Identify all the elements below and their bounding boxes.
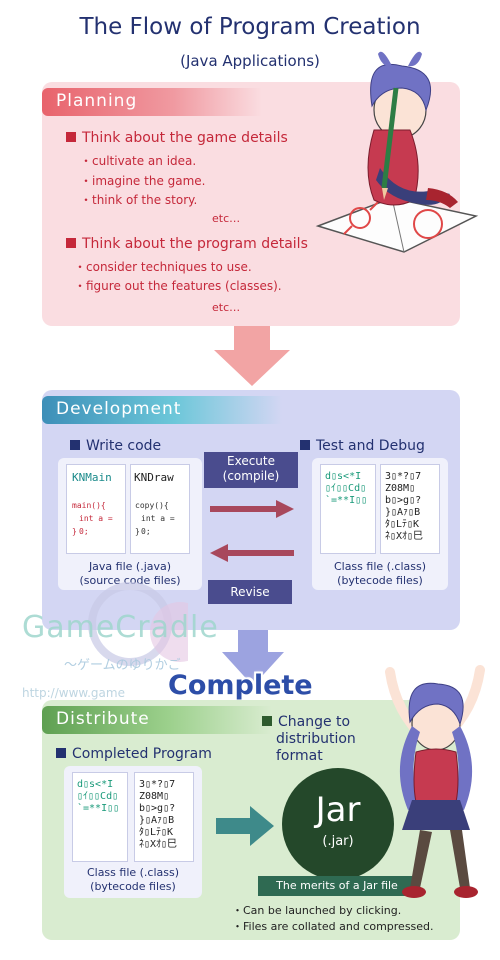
- right-arrow-icon: [216, 806, 274, 846]
- bytecode-line: b▯>g▯?: [139, 803, 176, 814]
- bytecode-line: ▯ｲ▯▯Cd▯: [77, 791, 119, 802]
- program-item-2: ・figure out the features (classes).: [74, 279, 282, 293]
- square-bullet-icon: [70, 440, 80, 450]
- girl-cheering-illustration: [385, 665, 485, 898]
- game-item-1: ・cultivate an idea.: [80, 154, 197, 168]
- merit-item: ・Can be launched by clicking.: [232, 904, 402, 917]
- distribute-header-label: Distribute: [56, 709, 150, 729]
- bytecode-line: ﾀ▯Lﾃ▯K: [385, 519, 420, 530]
- java-file-sheet: KNDraw copy(){ int a = 0; }: [130, 464, 190, 554]
- bytecode-line: 3▯*?▯7: [385, 471, 422, 482]
- watermark-url: http://www.game: [22, 686, 125, 700]
- completed-class-caption: Class file (.class) (bytecode files): [86, 866, 180, 893]
- bytecode-line: ﾈ▯Xｵ▯巳: [385, 531, 424, 542]
- watermark-tagline: 〜ゲームのゆりかご: [64, 658, 181, 673]
- bytecode-line: }▯Aｧ▯B: [139, 815, 175, 826]
- bytecode-line: `=**I▯▯: [325, 495, 368, 506]
- etc-label: etc…: [212, 212, 241, 225]
- code-line: int a = 0;: [79, 514, 113, 536]
- jar-badge: Jar (.jar): [282, 768, 394, 880]
- revise-label: Revise: [208, 580, 292, 604]
- execute-compile-label: Execute (compile): [204, 452, 298, 488]
- bytecode-line: }▯Aｧ▯B: [385, 507, 421, 518]
- planning-header-label: Planning: [56, 91, 138, 111]
- watermark-logo-icon: [88, 582, 188, 666]
- down-arrow-icon: [214, 326, 290, 386]
- code-line: copy(){: [135, 501, 169, 510]
- class-file-caption: Class file (.class) (bytecode files): [333, 560, 427, 587]
- test-debug-heading: Test and Debug: [300, 438, 425, 454]
- java-file-sheet: KNMain main(){ int a = 0; }: [66, 464, 126, 554]
- distribute-header: Distribute: [42, 706, 272, 734]
- square-bullet-icon: [56, 748, 66, 758]
- completed-program-heading: Completed Program: [56, 746, 212, 762]
- bytecode-line: b▯>g▯?: [385, 495, 422, 506]
- bytecode-line: ﾈ▯Xｵ▯巳: [139, 839, 178, 850]
- write-code-heading: Write code: [70, 438, 161, 454]
- bytecode-line: d▯s<*I: [77, 779, 114, 790]
- program-details-heading: Think about the program details: [66, 236, 308, 252]
- change-format-heading: Change to distribution format: [262, 714, 356, 765]
- page-title: The Flow of Program Creation: [79, 14, 421, 40]
- code-line: }: [72, 527, 77, 536]
- java-file-name: KNDraw: [134, 471, 174, 484]
- bytecode-line: Z08M▯: [385, 483, 416, 494]
- class-file-sheet: d▯s<*I ▯ｲ▯▯Cd▯ `=**I▯▯: [72, 772, 128, 862]
- bytecode-line: ﾀ▯Lﾃ▯K: [139, 827, 174, 838]
- code-line: int a = 0;: [141, 514, 175, 536]
- complete-label: Complete: [168, 670, 313, 701]
- left-arrow-icon: [210, 544, 294, 562]
- bytecode-line: ▯ｲ▯▯Cd▯: [325, 483, 367, 494]
- planning-header: Planning: [42, 88, 262, 116]
- bytecode-line: `=**I▯▯: [77, 803, 120, 814]
- square-bullet-icon: [300, 440, 310, 450]
- java-file-caption: Java file (.java) (source code files): [79, 560, 181, 587]
- right-arrow-icon: [210, 500, 294, 518]
- down-arrow-icon: [222, 630, 284, 686]
- class-file-sheet: 3▯*?▯7 Z08M▯ b▯>g▯? }▯Aｧ▯B ﾀ▯Lﾃ▯K ﾈ▯Xｵ▯巳: [380, 464, 440, 554]
- girl-drawing-illustration: [315, 51, 479, 253]
- bytecode-line: 3▯*?▯7: [139, 779, 176, 790]
- class-file-sheet: d▯s<*I ▯ｲ▯▯Cd▯ `=**I▯▯: [320, 464, 376, 554]
- program-item-1: ・consider techniques to use.: [74, 260, 252, 274]
- square-bullet-icon: [66, 132, 76, 142]
- page-subtitle: (Java Applications): [180, 52, 320, 70]
- game-item-2: ・imagine the game.: [80, 174, 206, 188]
- game-item-3: ・think of the story.: [80, 193, 198, 207]
- jar-label: Jar: [315, 790, 361, 830]
- jar-extension: (.jar): [322, 834, 354, 849]
- square-bullet-icon: [262, 716, 272, 726]
- development-header-label: Development: [56, 399, 182, 419]
- development-header: Development: [42, 396, 282, 424]
- code-line: main(){: [72, 501, 106, 510]
- class-file-sheet: 3▯*?▯7 Z08M▯ b▯>g▯? }▯Aｧ▯B ﾀ▯Lﾃ▯K ﾈ▯Xｵ▯巳: [134, 772, 194, 862]
- game-details-heading: Think about the game details: [66, 130, 288, 146]
- etc-label: etc…: [212, 301, 241, 314]
- code-line: }: [135, 527, 140, 536]
- jar-merits-title: The merits of a Jar file: [258, 876, 416, 896]
- bytecode-line: d▯s<*I: [325, 471, 362, 482]
- java-file-name: KNMain: [72, 471, 112, 484]
- watermark-brand: GameCradle: [22, 610, 219, 645]
- bytecode-line: Z08M▯: [139, 791, 170, 802]
- merit-item: ・Files are collated and compressed.: [232, 920, 434, 933]
- square-bullet-icon: [66, 238, 76, 248]
